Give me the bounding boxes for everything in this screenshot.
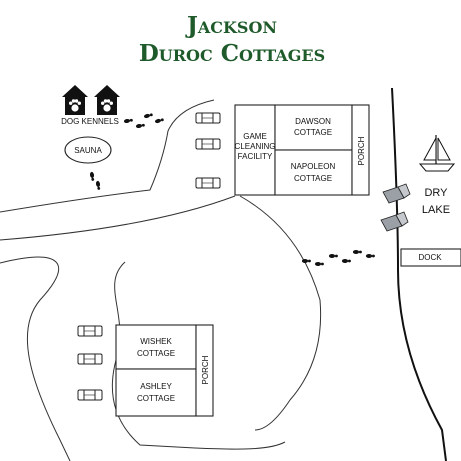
dock: DOCK (400, 248, 461, 267)
footprints-icon (89, 171, 101, 191)
svg-text:PORCH: PORCH (357, 136, 366, 165)
porch-top: PORCH (351, 104, 370, 196)
svg-text:WISHEK: WISHEK (140, 337, 172, 346)
footprints-icon (301, 250, 375, 266)
beach-chair-icon (380, 211, 409, 232)
porch-road (239, 195, 322, 431)
lower-loop (0, 256, 71, 461)
car-icon (195, 112, 221, 124)
car-icon (195, 138, 221, 150)
game-cleaning-facility: GAME CLEANING FACILITY (234, 104, 276, 196)
dawson-cottage: DAWSON COTTAGE (274, 104, 353, 151)
car-icon (77, 389, 103, 401)
car-icon (195, 177, 221, 189)
paw-icon (62, 85, 88, 115)
svg-text:COTTAGE: COTTAGE (294, 128, 332, 137)
svg-text:FACILITY: FACILITY (238, 152, 273, 161)
lake-label-line2: LAKE (422, 204, 450, 216)
wishek-cottage: WISHEK COTTAGE (115, 324, 197, 370)
dog-kennels-label: DOG KENNELS (61, 117, 119, 126)
svg-text:COTTAGE: COTTAGE (137, 394, 175, 403)
map-title-line1: Jackson (185, 12, 277, 39)
svg-text:PORCH: PORCH (201, 355, 210, 384)
svg-text:COTTAGE: COTTAGE (294, 174, 332, 183)
car-icon (77, 325, 103, 337)
porch-bottom: PORCH (195, 324, 214, 417)
car-icon (77, 353, 103, 365)
sauna-label: SAUNA (74, 146, 102, 155)
napoleon-cottage: NAPOLEON COTTAGE (274, 149, 353, 196)
svg-text:DOCK: DOCK (418, 253, 442, 262)
sailboat-icon (418, 135, 456, 172)
lower-loop-inner (111, 261, 286, 450)
upper-road (0, 99, 215, 213)
map-title-line2: Duroc Cottages (139, 40, 325, 67)
svg-text:ASHLEY: ASHLEY (140, 382, 172, 391)
paw-icon (94, 85, 120, 115)
svg-text:GAME: GAME (243, 132, 267, 141)
beach-chair-icon (382, 183, 411, 204)
lake-shoreline (391, 87, 447, 461)
lake-label-line1: DRY (424, 187, 448, 199)
svg-text:COTTAGE: COTTAGE (137, 349, 175, 358)
upper-road-inner (0, 195, 236, 241)
ashley-cottage: ASHLEY COTTAGE (115, 368, 197, 417)
svg-text:NAPOLEON: NAPOLEON (291, 162, 336, 171)
svg-text:CLEANING: CLEANING (235, 142, 276, 151)
sauna (64, 136, 112, 164)
svg-text:DAWSON: DAWSON (295, 117, 331, 126)
footprints-icon (123, 112, 165, 129)
